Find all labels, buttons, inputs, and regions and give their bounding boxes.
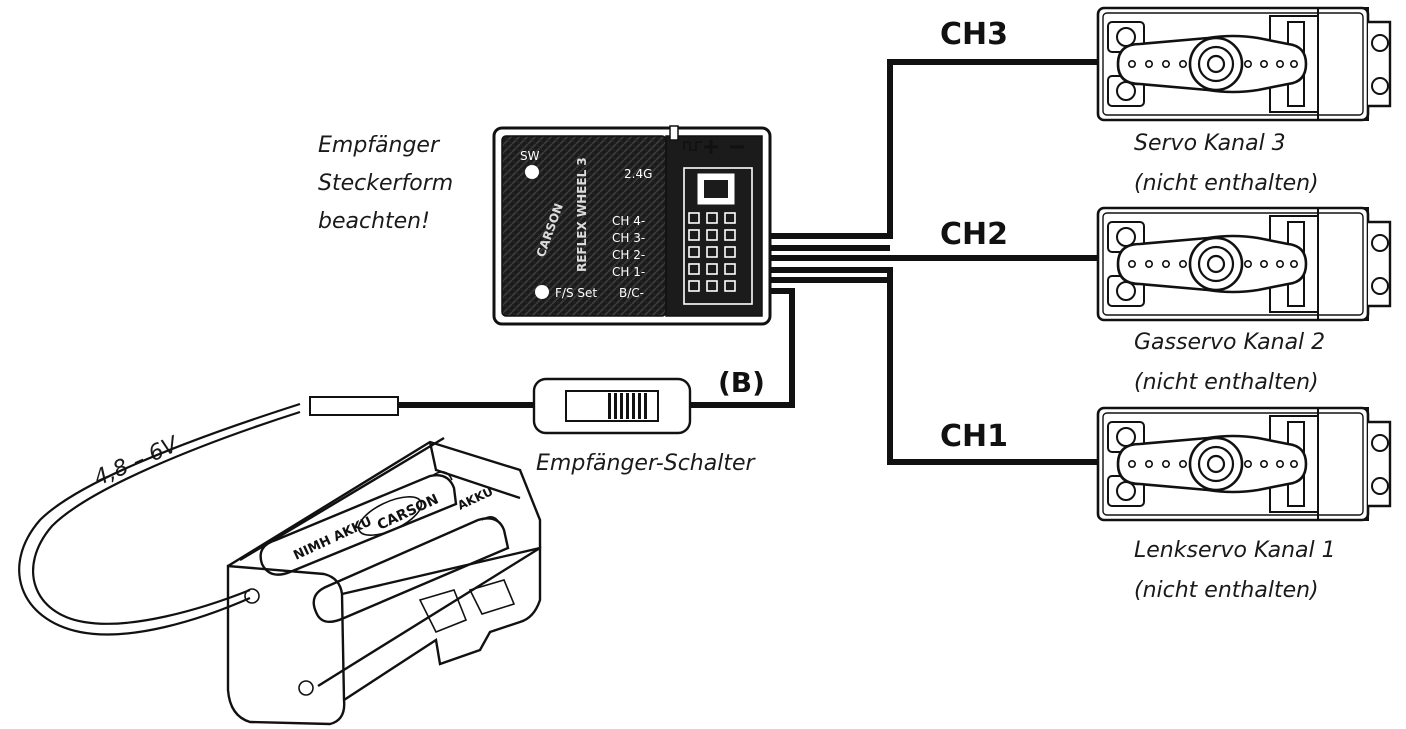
servo-ch2-caption-note: (nicht enthalten) bbox=[1134, 370, 1319, 395]
battery-box-hole-icon bbox=[244, 588, 260, 604]
receiver-note-line-3: beachten! bbox=[318, 209, 430, 234]
channel-label-ch1: CH 1- bbox=[612, 265, 645, 279]
receiver-note-line-2: Steckerform bbox=[318, 171, 453, 196]
servo-ch2 bbox=[1096, 206, 1392, 322]
battery-plug bbox=[309, 396, 399, 416]
channel-label-ch2: CH 2- bbox=[612, 248, 645, 262]
voltage-label: 4,8 – 6V bbox=[90, 432, 183, 492]
sw-led-icon bbox=[525, 165, 539, 179]
switch-label: Empfänger-Schalter bbox=[536, 451, 757, 476]
sw-label: SW bbox=[520, 149, 540, 163]
servo-ch1-caption-note: (nicht enthalten) bbox=[1134, 578, 1319, 603]
servo-ch3 bbox=[1096, 6, 1392, 122]
servo-ch3-caption-note: (nicht enthalten) bbox=[1134, 171, 1319, 196]
battery-logo-icon bbox=[357, 496, 423, 536]
channel-ch1-label: CH1 bbox=[940, 419, 1008, 454]
polarity-symbols bbox=[669, 125, 744, 154]
servo-wires bbox=[745, 59, 1098, 465]
fs-set-label: F/S Set bbox=[555, 286, 597, 300]
channel-ch2-label: CH2 bbox=[940, 217, 1008, 252]
receiver-band: 2.4G bbox=[624, 167, 652, 181]
servo-ch1-caption: Lenkservo Kanal 1 bbox=[1134, 538, 1336, 563]
servo-ch2-caption: Gasservo Kanal 2 bbox=[1134, 330, 1325, 355]
wire-ch1 bbox=[745, 267, 1098, 465]
receiver: SW CARSON REFLEX WHEEL 3 2.4G F/S Set CH… bbox=[492, 125, 772, 326]
battery-box-wires bbox=[18, 402, 301, 636]
servo-ch3-caption: Servo Kanal 3 bbox=[1134, 131, 1286, 156]
servo-ch1 bbox=[1096, 406, 1392, 522]
channel-ch3-label: CH3 bbox=[940, 17, 1008, 52]
receiver-note-line-1: Empfänger bbox=[318, 133, 441, 158]
switch-slider-icon bbox=[608, 393, 647, 419]
battery-cell-text-2: AKKU bbox=[455, 484, 495, 513]
bc-label: B/C- bbox=[619, 286, 644, 300]
signal-icon bbox=[683, 141, 702, 151]
fs-button-icon bbox=[535, 285, 549, 299]
wire-ch3 bbox=[745, 59, 1098, 239]
receiver-switch[interactable] bbox=[532, 377, 692, 435]
battery-box: NIMH AKKU CARSON AKKU bbox=[226, 436, 542, 726]
battery-channel-label: (B) bbox=[718, 366, 765, 399]
plus-icon bbox=[704, 140, 718, 154]
channel-label-ch4: CH 4- bbox=[612, 214, 645, 228]
receiver-header-pins bbox=[683, 167, 753, 305]
receiver-note: Empfänger Steckerform beachten! bbox=[318, 133, 453, 234]
channel-label-ch3: CH 3- bbox=[612, 231, 645, 245]
receiver-model: REFLEX WHEEL 3 bbox=[575, 157, 589, 272]
battery-box-brand: CARSON bbox=[375, 491, 441, 533]
